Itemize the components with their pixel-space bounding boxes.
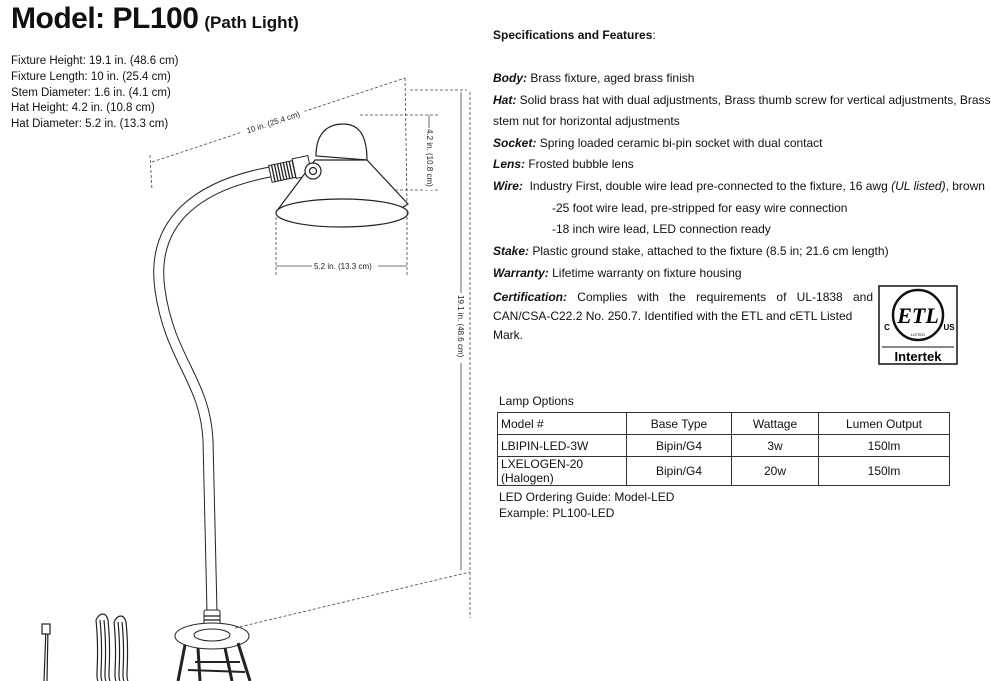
spec-body: Body: Brass fixture, aged brass finish: [493, 71, 695, 85]
dimension-item: Fixture Height: 19.1 in. (48.6 cm): [11, 55, 179, 67]
dimension-item: Hat Diameter: 5.2 in. (13.3 cm): [11, 118, 169, 131]
column-header: Lumen Output: [818, 412, 950, 435]
table-cell: 3w: [731, 434, 819, 457]
specs-heading: Specifications and Features:: [493, 28, 656, 42]
dimension-item: Hat Height: 4.2 in. (10.8 cm): [11, 102, 155, 115]
dimension-item: Stem Diameter: 1.6 in. (4.1 cm): [11, 86, 171, 99]
spec-wire-sub: -18 inch wire lead, LED connection ready: [552, 222, 771, 236]
column-header: Model #: [497, 412, 627, 435]
table-cell: Bipin/G4: [626, 456, 732, 486]
spec-lens: Lens: Frosted bubble lens: [493, 157, 634, 171]
table-cell: 20w: [731, 456, 819, 486]
dimensions-list: Fixture Height: 19.1 in. (48.6 cm) Fixtu…: [11, 54, 178, 133]
table-cell: 150lm: [818, 434, 950, 457]
spec-socket: Socket: Spring loaded ceramic bi-pin soc…: [493, 136, 823, 150]
ordering-guide: LED Ordering Guide: Model-LED Example: P…: [499, 489, 674, 521]
table-row: LXELOGEN-20 (Halogen) Bipin/G4 20w 150lm: [497, 456, 950, 486]
table-cell: 150lm: [818, 456, 950, 486]
svg-text:C: C: [884, 323, 890, 332]
hat-diameter-label: 5.2 in. (13.3 cm): [314, 262, 372, 271]
table-cell: Bipin/G4: [626, 434, 732, 457]
table-row: LBIPIN-LED-3W Bipin/G4 3w 150lm: [497, 434, 950, 457]
ordering-guide-line: LED Ordering Guide: Model-LED: [499, 490, 675, 504]
wire-coil: [41, 613, 129, 681]
column-header: Wattage: [731, 412, 819, 435]
ordering-example: Example: PL100-LED: [499, 506, 615, 520]
page-title: Model: PL100 (Path Light): [11, 2, 299, 36]
model-heading: Model: PL100: [11, 2, 199, 35]
spec-stake: Stake: Plastic ground stake, attached to…: [493, 244, 889, 258]
spec-hat-continued: stem nut for horizontal adjustments: [493, 114, 680, 128]
model-subtitle: (Path Light): [204, 13, 299, 32]
fixture-base: [174, 609, 252, 681]
table-cell: LBIPIN-LED-3W: [497, 434, 627, 457]
lamp-options-title: Lamp Options: [499, 394, 574, 408]
length-dimension: [149, 77, 408, 206]
dimension-item: Fixture Length: 10 in. (25.4 cm): [11, 70, 171, 83]
spec-wire: Wire: Industry First, double wire lead p…: [493, 179, 985, 193]
svg-text:LISTED: LISTED: [911, 332, 925, 337]
lamp-options-table: Model # Base Type Wattage Lumen Output L…: [497, 412, 950, 486]
spec-certification: Certification: Complies with the require…: [493, 290, 873, 342]
column-header: Base Type: [626, 412, 732, 435]
etl-listed-logo: ETL C US LISTED Intertek: [878, 285, 958, 365]
spec-hat: Hat: Solid brass hat with dual adjustmen…: [493, 93, 991, 107]
table-cell: LXELOGEN-20 (Halogen): [497, 456, 627, 486]
table-header-row: Model # Base Type Wattage Lumen Output: [497, 412, 950, 435]
spec-wire-sub: -25 foot wire lead, pre-stripped for eas…: [552, 201, 848, 215]
hat-height-label: 4.2 in. (10.8 cm): [425, 129, 434, 187]
fixture-hat: [275, 123, 409, 228]
svg-text:ETL: ETL: [896, 303, 939, 328]
svg-text:US: US: [943, 323, 955, 332]
height-label: 19.1 in. (48.6 cm): [456, 295, 465, 358]
spec-warranty: Warranty: Lifetime warranty on fixture h…: [493, 266, 742, 280]
svg-text:Intertek: Intertek: [895, 349, 943, 364]
